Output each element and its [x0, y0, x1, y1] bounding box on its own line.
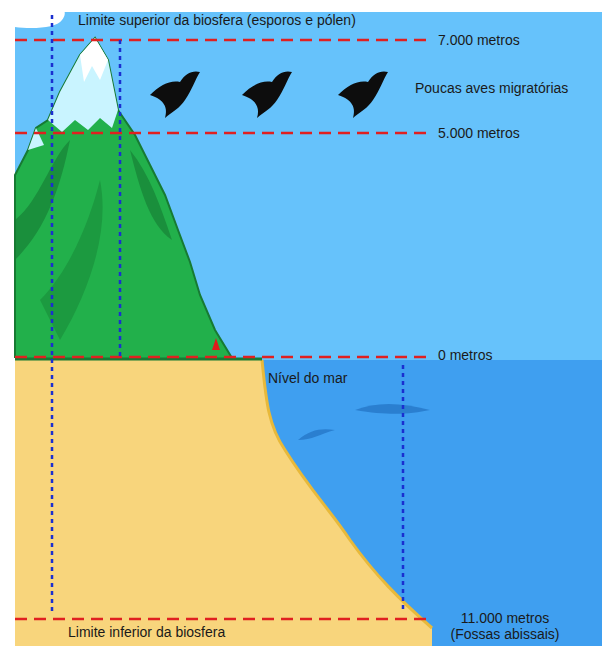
range-lines: [52, 15, 403, 614]
altitude-label: 7.000 metros: [438, 32, 588, 48]
snow-cap: [28, 128, 44, 150]
limit-label: Limite inferior da biosfera: [68, 624, 368, 640]
cloud: [0, 5, 65, 29]
sand: [15, 360, 432, 646]
note-label: Poucas aves migratórias: [415, 80, 600, 96]
marker: [212, 338, 220, 350]
altitude-label: 5.000 metros: [438, 125, 588, 141]
mountain-shadow: [40, 180, 103, 340]
fish: [298, 429, 335, 440]
sea-level-label: Nível do mar: [268, 370, 398, 386]
altitude-label: 0 metros: [438, 347, 588, 363]
mountain: [15, 38, 232, 358]
mountain-outline: [15, 38, 232, 358]
fish: [355, 404, 430, 414]
coastline: [262, 360, 432, 628]
snow-cap: [48, 38, 118, 132]
depth-label: 11.000 metros (Fossas abissais): [445, 610, 565, 642]
limit-lines: [15, 40, 432, 619]
limit-label: Limite superior da biosfera (esporos e p…: [78, 12, 438, 28]
birds: [150, 71, 388, 118]
snow-cap: [80, 38, 108, 82]
sky: [15, 12, 602, 362]
